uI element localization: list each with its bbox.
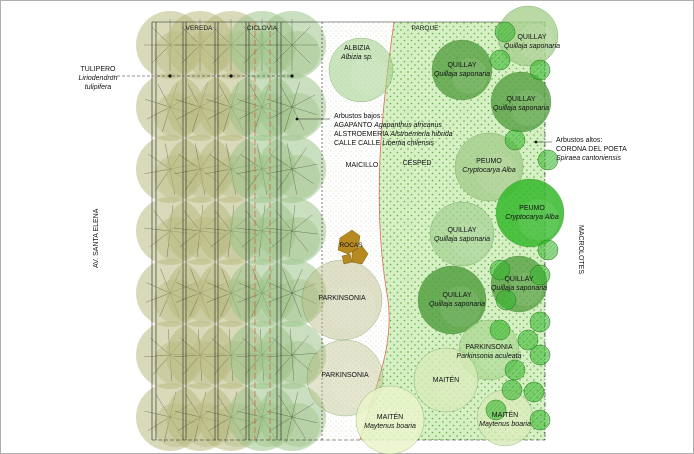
tulipero-sci-1: Liriodendron (78, 75, 118, 82)
corona-del-poeta-shrub (489, 319, 511, 341)
quillay-2-sci: Quillaja saponaria (503, 43, 561, 50)
arbustos-altos-name: CORONA DEL POETA (556, 146, 627, 153)
cycle-path-lines (254, 22, 271, 440)
quillay-canopy (431, 39, 493, 101)
peumo-canopy (495, 178, 565, 248)
corona-del-poeta-shrub (495, 289, 517, 311)
street-tree (258, 11, 326, 79)
albizia-canopy (328, 37, 394, 103)
corona-del-poeta-shrub (529, 311, 551, 333)
peumo-canopy (454, 132, 524, 202)
corona-del-poeta-shrub (501, 379, 523, 401)
street-tree-strip (136, 11, 326, 451)
label-ciclovia: CICLOVIA (246, 25, 278, 32)
quillay-5-name: QUILLAY (504, 276, 534, 283)
quillay-4-sci: Quillaja saponaria (433, 236, 491, 243)
maiten-3-sci: Maytenus boaria (479, 421, 531, 428)
rocks-symbol (337, 229, 369, 265)
maiten-3-name: MAITÉN (491, 412, 519, 419)
street-tree (258, 321, 326, 389)
quillay-6-sci: Quillaja saponaria (428, 301, 486, 308)
maiten-canopy (413, 347, 479, 413)
corona-del-poeta-shrub (523, 381, 545, 403)
tulipero-name: TULIPERO (80, 66, 116, 73)
quillay-1-sci: Quillaja saponaria (433, 71, 491, 78)
street-tree (258, 197, 326, 265)
corona-del-poeta-shrub (529, 264, 551, 286)
peumo-2-name: PEUMO (519, 205, 545, 212)
corona-del-poeta-shrub (504, 359, 526, 381)
peumo-2-sci: Cryptocarya Alba (505, 214, 559, 221)
quillay-4-name: QUILLAY (447, 227, 477, 234)
quillay-3-name: QUILLAY (506, 96, 536, 103)
street-tree (258, 73, 326, 141)
parkinsonia-canopy (301, 259, 383, 341)
quillay-6-name: QUILLAY (442, 292, 472, 299)
quillay-1-name: QUILLAY (447, 62, 477, 69)
corona-del-poeta-shrub (537, 239, 559, 261)
label-parque: PARQUE (411, 25, 439, 32)
street-tree (258, 135, 326, 203)
street-tree (258, 259, 326, 327)
park-tree-canopy (301, 5, 565, 454)
corona-del-poeta-shrub (529, 409, 551, 431)
label-vereda: VEREDA (185, 25, 213, 32)
corona-del-poeta-shrub (489, 49, 511, 71)
arbustos-altos-title: Arbustos altos: (556, 137, 603, 144)
street-west: AV. SANTA ELENA (93, 208, 100, 268)
maiten-2-name: MAITÉN (376, 414, 404, 421)
corona-del-poeta-shrub (494, 21, 516, 43)
albizia-sci: Albizia sp. (341, 54, 373, 61)
corona-del-poeta-shrub (537, 149, 559, 171)
quillay-canopy (429, 201, 495, 267)
corona-del-poeta-shrub (504, 129, 526, 151)
label-maicillo: MAICILLO (345, 162, 379, 169)
parkinsonia-3-name: PARKINSONIA (465, 344, 513, 351)
street-tree (258, 383, 326, 451)
corona-del-poeta-shrub (529, 59, 551, 81)
quillay-5-sci: Quillaja saponaria (490, 285, 548, 292)
arbustos-bajos-title: Arbustos bajos: (334, 113, 383, 120)
tulipero-sci-2: tulipifera (84, 84, 112, 91)
maiten-2-sci: Maytenus boaria (364, 423, 416, 430)
corona-del-poeta-shrub (529, 344, 551, 366)
peumo-1-sci: Cryptocarya Alba (462, 167, 516, 174)
quillay-canopy (490, 71, 552, 133)
strip-grid (151, 21, 546, 441)
corona-del-poeta-shrub (489, 259, 511, 281)
corona-del-poeta-shrub (485, 399, 507, 421)
quillay-canopy (417, 265, 487, 335)
arbustos-altos-sci: Spiraea cantoniensis (556, 155, 621, 162)
arbustos-bajos-line-3: CALLE CALLE Libertia chilensis (334, 140, 435, 147)
corona-del-poeta-shrub (517, 329, 539, 351)
peumo-1-name: PEUMO (476, 158, 502, 165)
arbustos-bajos-line-1: AGAPANTO Agapanthus africanus (334, 122, 442, 129)
arbustos-bajos-line-2: ALSTROEMERIA Alstroemeria hibrida (334, 131, 453, 138)
tree-markers (168, 74, 538, 144)
quillay-3-sci: Quillaja saponaria (492, 105, 550, 112)
quillay-canopy (497, 5, 559, 67)
maiten-1-name: MAITÉN (432, 377, 460, 384)
label-cesped: CÉSPED (402, 160, 432, 167)
quillay-2-name: QUILLAY (517, 34, 547, 41)
albizia-name: ALBIZIA (343, 45, 371, 52)
parkinsonia-2-name: PARKINSONIA (321, 372, 369, 379)
street-east: MACROLOTES (577, 225, 584, 275)
label-rocas: ROCAS (339, 242, 363, 249)
maiten-canopy (355, 385, 425, 454)
parkinsonia-1-name: PARKINSONIA (318, 295, 366, 302)
parkinsonia-3-sci: Parkinsonia aculeata (456, 353, 522, 360)
